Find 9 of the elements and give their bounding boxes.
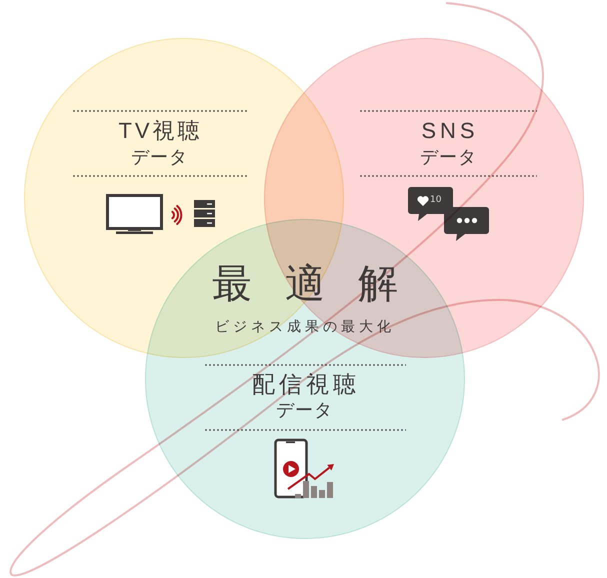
heading-text: SNS [420, 120, 479, 142]
heading-text: 配信視聴 [251, 373, 360, 396]
subtitle-text: データ [130, 148, 188, 166]
subtitle-text: データ [419, 148, 477, 166]
heading-text: TV視聴 [117, 120, 203, 142]
like-count: 10 [430, 196, 442, 205]
subtitle-text: データ [275, 401, 333, 419]
center-title: 最適解 [212, 264, 398, 304]
center-subtitle: ビジネス成果の最大化 [215, 319, 395, 333]
